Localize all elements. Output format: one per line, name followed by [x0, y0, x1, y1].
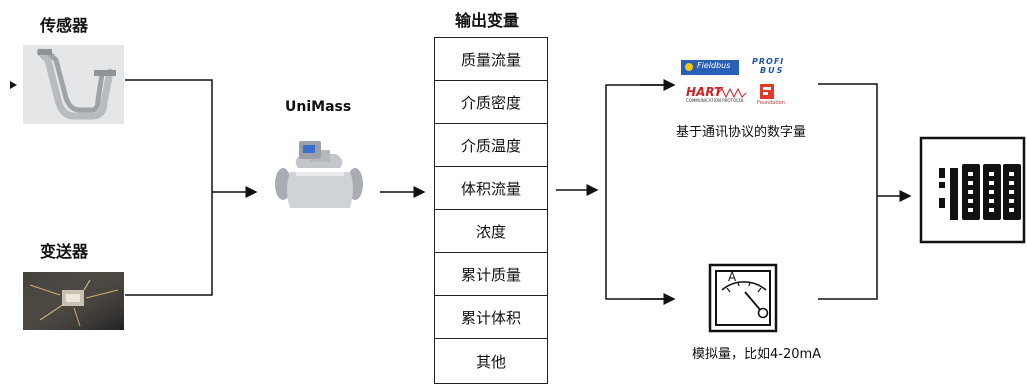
gauge-icon [708, 263, 778, 333]
split-bracket [605, 84, 670, 300]
output-item: 其他 [475, 352, 506, 371]
profibus-logo-bottom: BUS [760, 66, 785, 75]
input-arrow-marker [10, 81, 17, 89]
flowmeter-image [275, 141, 363, 208]
merge-bracket-left [125, 79, 213, 296]
sensor-image [23, 45, 124, 124]
digital-caption: 基于通讯协议的数字量 [676, 125, 807, 140]
unimass-title: UniMass [285, 99, 352, 115]
analog-caption: 模拟量，比如4-20mA [692, 347, 822, 362]
merge-bracket-right [818, 83, 878, 300]
ff-logo-sub: Foundation [757, 100, 785, 106]
output-item: 累计体积 [435, 296, 547, 339]
hart-logo-text: HART [686, 85, 723, 99]
output-item: 体积流量 [435, 167, 547, 210]
output-item: 质量流量 [435, 38, 547, 81]
gauge-letter: A [728, 270, 737, 284]
output-item: 介质温度 [435, 124, 547, 167]
profibus-logo-top: PROFI [752, 57, 785, 66]
transmitter-image [23, 272, 124, 330]
output-item: 介质密度 [435, 81, 547, 124]
transmitter-title: 变送器 [40, 242, 89, 261]
output-item: 浓度 [435, 210, 547, 253]
ff-logo [760, 84, 774, 99]
fieldbus-logo [681, 60, 739, 75]
sensor-title: 传感器 [40, 16, 89, 35]
profibus-logo [746, 58, 792, 75]
output-variables-list: 质量流量 介质密度 介质温度 体积流量 浓度 累计质量 累计体积 其他 [434, 37, 548, 384]
controller-icon [919, 136, 1026, 244]
output-item: 累计质量 [435, 253, 547, 296]
hart-wave [718, 87, 747, 99]
hart-logo-sub: COMMUNICATION PROTOCOL [686, 98, 745, 103]
outputs-title: 输出变量 [455, 11, 520, 30]
fieldbus-logo-text: Fieldbus [697, 61, 731, 70]
